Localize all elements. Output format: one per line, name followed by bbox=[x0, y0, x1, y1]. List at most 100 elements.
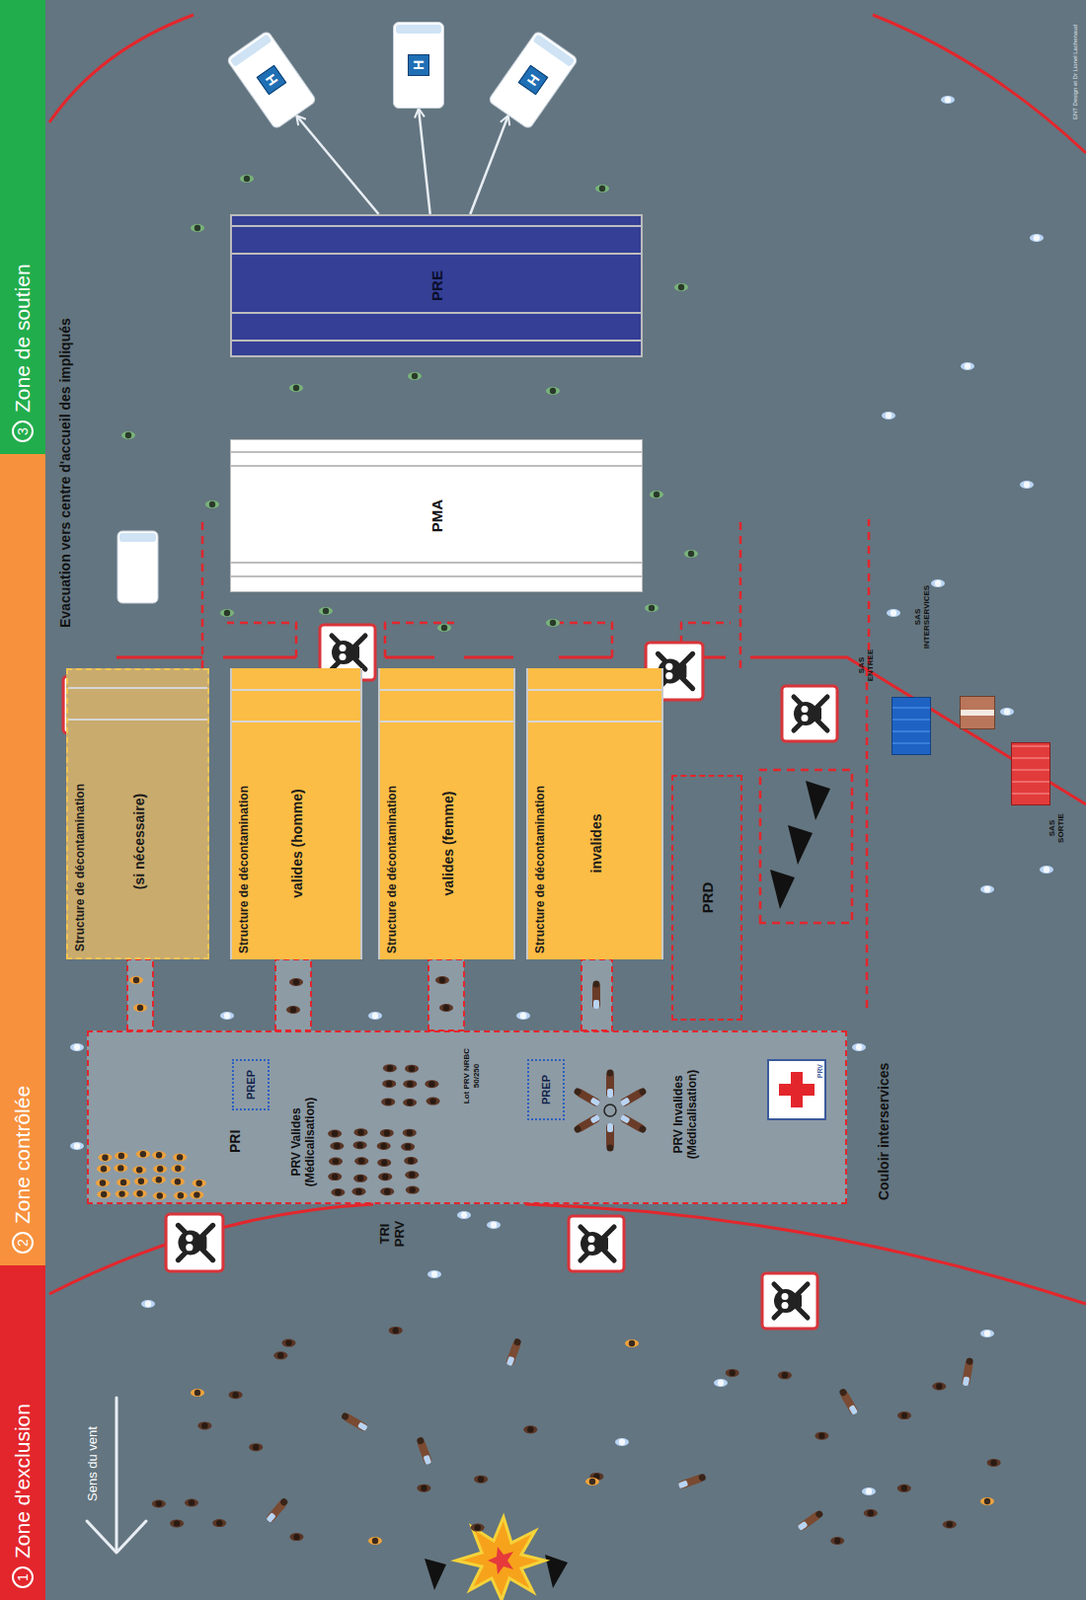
node-label: SAS ENTREE bbox=[856, 643, 875, 688]
person bbox=[426, 1097, 441, 1106]
sas-box: SAS INTERSERVICES bbox=[959, 696, 996, 730]
node-label: PRI bbox=[227, 1130, 243, 1154]
person bbox=[153, 1192, 167, 1201]
person bbox=[980, 1497, 995, 1506]
person bbox=[327, 1172, 342, 1181]
person bbox=[684, 549, 699, 558]
node-label: Structure de décontamination bbox=[73, 783, 87, 952]
person bbox=[886, 609, 901, 618]
zone-band: 3Zone de soutien bbox=[0, 0, 46, 455]
person bbox=[407, 372, 422, 381]
zone-boundary bbox=[49, 14, 1086, 1305]
person bbox=[170, 1177, 185, 1186]
explosion bbox=[456, 1517, 545, 1600]
node-label: Structure de décontamination bbox=[533, 785, 547, 954]
person bbox=[404, 1065, 419, 1074]
person bbox=[190, 224, 205, 233]
person bbox=[354, 1157, 369, 1165]
person bbox=[523, 1425, 538, 1434]
node-label: SAS SORTIE bbox=[1047, 808, 1066, 849]
node-label: Zone de soutien bbox=[10, 263, 35, 413]
person bbox=[132, 1165, 147, 1174]
corridor-label: Couloir interservices bbox=[875, 1063, 892, 1201]
tent-seam bbox=[232, 225, 641, 228]
person bbox=[930, 579, 945, 588]
person bbox=[329, 1142, 344, 1151]
person bbox=[777, 1371, 792, 1380]
node-label: PRD bbox=[698, 882, 716, 915]
person bbox=[220, 1011, 234, 1020]
evacuation-arrow bbox=[469, 115, 508, 215]
lying-victim bbox=[838, 1388, 859, 1417]
person bbox=[377, 1159, 391, 1167]
structure-divider bbox=[68, 718, 208, 721]
person bbox=[402, 1129, 417, 1138]
node-label: H bbox=[256, 65, 288, 96]
tent-seam bbox=[232, 252, 641, 255]
person bbox=[980, 885, 995, 894]
person bbox=[141, 1300, 156, 1309]
lying-victim bbox=[340, 1411, 370, 1433]
person bbox=[289, 978, 304, 987]
person bbox=[212, 1519, 227, 1528]
person bbox=[473, 1475, 488, 1484]
person bbox=[457, 1211, 471, 1220]
person bbox=[220, 609, 234, 618]
person bbox=[388, 1326, 403, 1335]
pma-tent: PMA bbox=[230, 439, 643, 593]
person bbox=[133, 1004, 148, 1012]
person bbox=[289, 384, 304, 392]
lying-victim bbox=[606, 1070, 615, 1099]
wind-label: Sens du vent bbox=[84, 1426, 100, 1502]
person bbox=[377, 1142, 391, 1151]
person bbox=[861, 1487, 876, 1496]
person bbox=[942, 1521, 957, 1530]
person bbox=[96, 1164, 111, 1173]
lying-victim bbox=[265, 1497, 290, 1525]
tent-seam bbox=[231, 465, 642, 467]
decontamination-structure: Structure de décontaminationinvalides bbox=[526, 668, 664, 960]
centre-mark bbox=[604, 1104, 617, 1117]
person bbox=[189, 1191, 204, 1200]
lying-victim bbox=[415, 1436, 433, 1467]
red-cross bbox=[790, 1072, 803, 1108]
evacuation-van bbox=[117, 531, 158, 604]
person bbox=[229, 1391, 243, 1399]
person bbox=[931, 1383, 946, 1392]
person bbox=[674, 283, 689, 292]
person bbox=[354, 1128, 369, 1137]
node-label: PMA bbox=[428, 499, 446, 533]
node-label: SAS INTERSERVICES bbox=[913, 582, 931, 652]
person bbox=[897, 1411, 912, 1420]
lying-victim bbox=[677, 1473, 707, 1490]
person bbox=[170, 1164, 185, 1173]
person bbox=[383, 1064, 397, 1073]
decontamination-structure: Structure de décontaminationvalides (hom… bbox=[230, 668, 363, 960]
tent-seam bbox=[232, 311, 641, 314]
person bbox=[153, 1164, 167, 1173]
tent-seam bbox=[231, 561, 642, 564]
person bbox=[1019, 480, 1034, 489]
person bbox=[404, 1170, 419, 1179]
person bbox=[940, 95, 955, 104]
node-label: PRE bbox=[428, 270, 446, 302]
person bbox=[95, 1179, 110, 1188]
person bbox=[98, 1154, 113, 1163]
person bbox=[192, 1179, 207, 1188]
people bbox=[70, 95, 1054, 1546]
person bbox=[881, 411, 896, 420]
triage-area-ground bbox=[86, 1030, 848, 1205]
person bbox=[980, 1329, 995, 1338]
person bbox=[152, 1175, 166, 1184]
zone-band: 1Zone d'exclusion bbox=[0, 1265, 46, 1600]
person bbox=[115, 1190, 130, 1199]
node-label: (si nécessaire) bbox=[131, 725, 148, 958]
lying-victim bbox=[619, 1086, 648, 1108]
prep-box: PREP bbox=[527, 1059, 565, 1121]
lying-victim bbox=[592, 981, 601, 1010]
ambulance-cab bbox=[533, 33, 576, 68]
ambulance: H bbox=[486, 29, 579, 131]
person bbox=[424, 1080, 439, 1088]
person bbox=[152, 1151, 166, 1160]
